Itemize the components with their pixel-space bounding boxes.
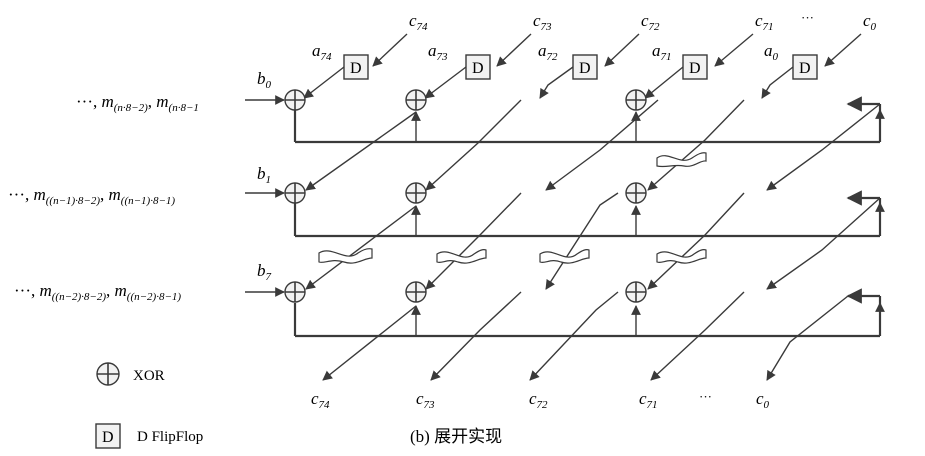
dff-74: D: [343, 54, 369, 80]
dff-0: D: [792, 54, 818, 80]
b-label-7: b7: [257, 261, 272, 283]
b-label-1: b1: [257, 164, 271, 186]
row1-input-label: ···, m((n−1)·8−2), m((n−1)·8−1): [8, 185, 175, 207]
bottom-ellipsis: ···: [699, 389, 712, 404]
top-c-wires: [372, 33, 862, 67]
bottom-c-labels: c74 c73 c72 c71 ··· c0: [311, 389, 770, 411]
xor-r2-c2: [625, 281, 647, 303]
break-symbol-3: [436, 249, 487, 264]
a-label-71: a71: [652, 41, 672, 63]
top-c-label-74: c74: [409, 11, 428, 33]
top-c-label-71: c71: [755, 11, 774, 33]
top-c-label-0: c0: [863, 11, 877, 33]
b-label-0: b0: [257, 69, 272, 91]
top-c-label-73: c73: [533, 11, 552, 33]
break-symbols: [318, 152, 707, 264]
bottom-c-label-71: c71: [639, 389, 658, 411]
top-c-labels: c74 c73 c72 c71 ··· c0: [409, 10, 877, 33]
diagonal-wires: [305, 99, 881, 381]
top-ellipsis: ···: [801, 10, 814, 25]
legend: XOR D D FlipFlop: [95, 362, 203, 449]
ff-output-wires: [303, 66, 794, 99]
bottom-c-label-0: c0: [756, 389, 770, 411]
xor-gates: [284, 89, 647, 303]
a-label-0: a0: [764, 41, 779, 63]
a-label-73: a73: [428, 41, 448, 63]
break-symbol-5: [656, 249, 707, 264]
xor-r1-c0: [284, 182, 306, 204]
bottom-c-label-72: c72: [529, 389, 548, 411]
row0-input-label: ···, m(n·8−2), m(n·8−1: [76, 92, 199, 114]
row-input-labels: ···, m(n·8−2), m(n·8−1 ···, m((n−1)·8−2)…: [8, 69, 285, 303]
bottom-c-label-74: c74: [311, 389, 330, 411]
legend-dff-label: D FlipFlop: [137, 429, 203, 445]
row-buses: [293, 96, 885, 338]
dff-72: D: [572, 54, 598, 80]
svg-text:D: D: [799, 60, 811, 77]
xor-r1-c1: [405, 182, 427, 204]
xor-r2-c1: [405, 281, 427, 303]
svg-text:D: D: [689, 60, 701, 77]
legend-xor-symbol: [96, 362, 120, 386]
d-flipflops: D D D D D: [343, 54, 818, 80]
a-labels: a74 a73 a72 a71 a0: [312, 41, 779, 63]
legend-dff-symbol: D: [95, 423, 121, 449]
row2-input-label: ···, m((n−2)·8−2), m((n−2)·8−1): [14, 281, 181, 303]
legend-xor-label: XOR: [133, 368, 165, 384]
a-label-72: a72: [538, 41, 558, 63]
xor-r0-c2: [625, 89, 647, 111]
xor-r0-c0: [284, 89, 306, 111]
bottom-c-label-73: c73: [416, 389, 435, 411]
top-c-label-72: c72: [641, 11, 660, 33]
a-label-74: a74: [312, 41, 332, 63]
xor-r1-c2: [625, 182, 647, 204]
xor-r2-c0: [284, 281, 306, 303]
svg-text:D: D: [350, 60, 362, 77]
dff-71: D: [682, 54, 708, 80]
break-symbol-1: [656, 152, 707, 168]
figure-caption: (b) 展开实现: [410, 427, 502, 446]
break-symbol-4: [539, 249, 590, 264]
svg-text:D: D: [579, 60, 591, 77]
svg-text:D: D: [102, 429, 114, 446]
break-symbol-2: [318, 248, 373, 264]
svg-text:D: D: [472, 60, 484, 77]
xor-r0-c1: [405, 89, 427, 111]
dff-73: D: [465, 54, 491, 80]
